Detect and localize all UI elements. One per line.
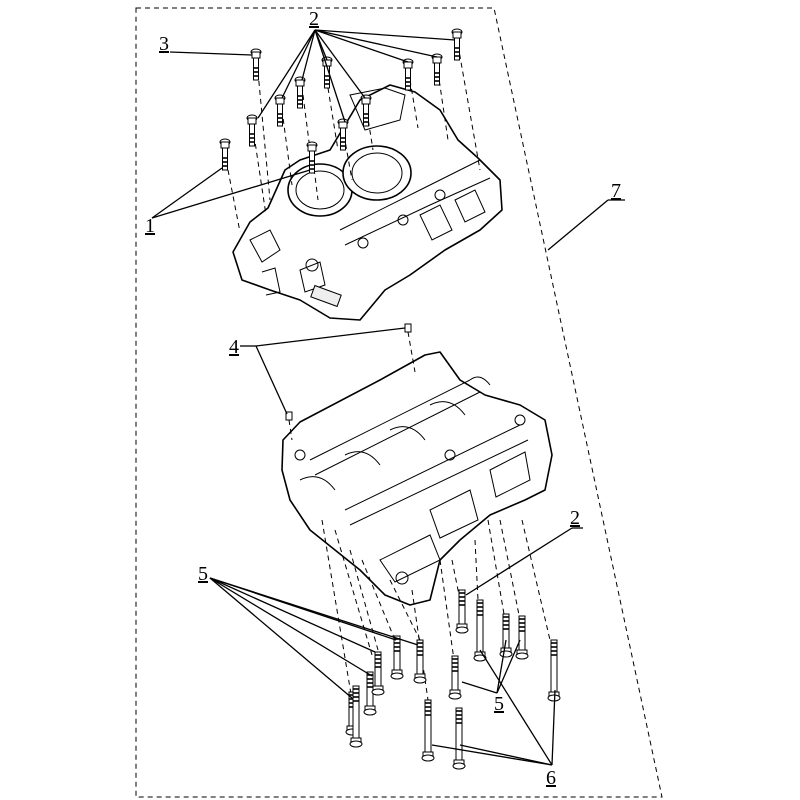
callout-2-top: 2 bbox=[309, 8, 319, 30]
bolt-item-3 bbox=[250, 48, 262, 81]
upper-crankcase bbox=[232, 84, 503, 321]
callout-5-right: 5 bbox=[494, 693, 504, 715]
callout-2-mid: 2 bbox=[570, 507, 580, 529]
lower-crankcase bbox=[281, 351, 553, 606]
bottom-bolt-alignment-lines bbox=[321, 519, 551, 701]
callout-3: 3 bbox=[159, 33, 169, 55]
callout-7: 7 bbox=[611, 180, 621, 202]
callout-5-left: 5 bbox=[198, 563, 208, 585]
bolt-item-2-bottom bbox=[455, 589, 469, 634]
callout-4: 4 bbox=[229, 336, 239, 358]
leader-lines bbox=[151, 29, 625, 766]
kit-boundary bbox=[135, 7, 663, 798]
callout-1: 1 bbox=[145, 215, 155, 237]
callout-6: 6 bbox=[546, 767, 556, 789]
